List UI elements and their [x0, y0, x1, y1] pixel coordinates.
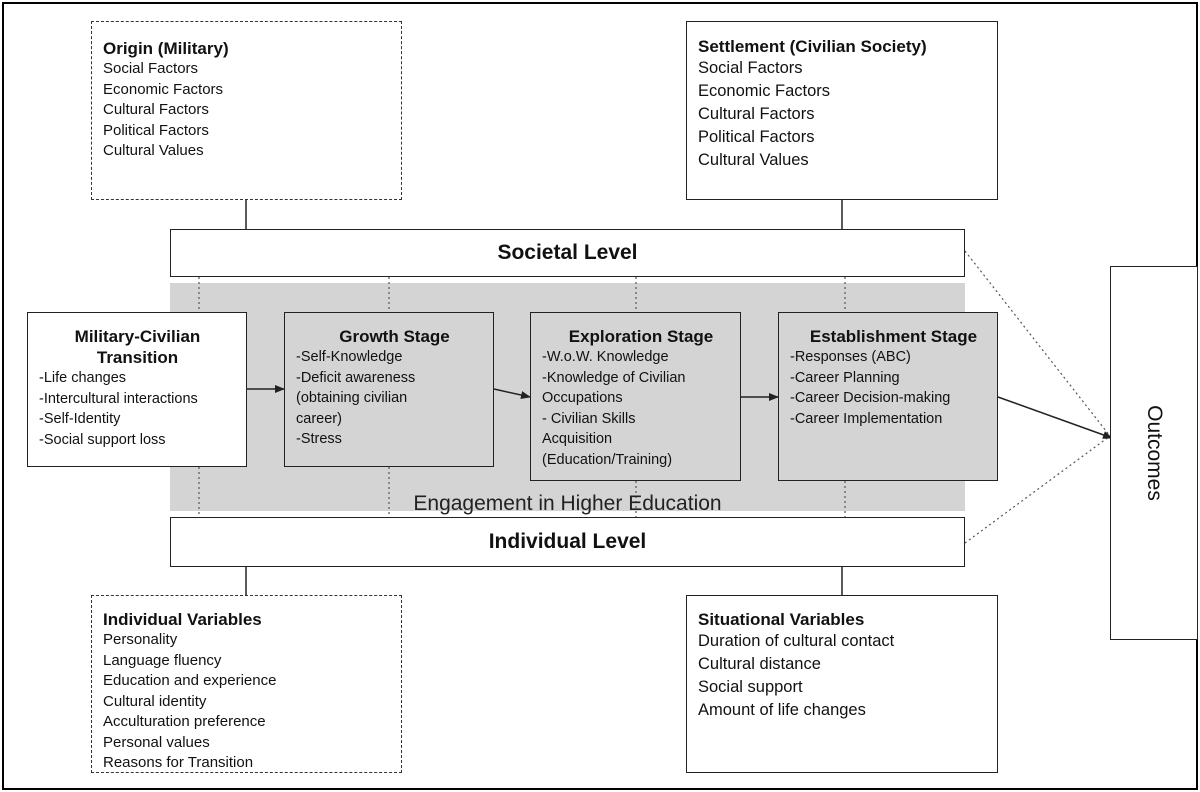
- outcomes-label-wrap: Outcomes: [1110, 266, 1198, 640]
- settlement-item: Cultural Factors: [698, 105, 815, 123]
- origin-item: Cultural Values: [103, 142, 204, 159]
- origin-title: Origin (Military): [103, 39, 229, 58]
- establishment-item: -Career Decision-making: [790, 390, 951, 406]
- outcomes-box: [1110, 266, 1198, 640]
- settlement-item: Political Factors: [698, 128, 815, 146]
- situational-vars-item: Amount of life changes: [698, 701, 866, 719]
- exploration-stage-box: Exploration Stage -W.o.W. Knowledge -Know…: [530, 312, 741, 481]
- individual-vars-item: Acculturation preference: [103, 713, 266, 730]
- exploration-title: Exploration Stage: [568, 327, 714, 346]
- settlement-item: Economic Factors: [698, 82, 831, 100]
- situational-vars-item: Social support: [698, 678, 803, 696]
- exploration-item: Acquisition: [542, 431, 613, 447]
- origin-item: Economic Factors: [103, 80, 224, 98]
- situational-vars-box: Situational Variables Duration of cultur…: [686, 595, 998, 773]
- establishment-item: -Responses (ABC): [790, 349, 911, 365]
- origin-item: Cultural Factors: [103, 101, 209, 118]
- establishment-item: -Career Planning: [790, 369, 900, 386]
- transition-item: -Intercultural interactions: [39, 390, 198, 407]
- transition-box: Military-Civilian Transition -Life chang…: [27, 312, 247, 467]
- individual-vars-item: Personal values: [103, 733, 210, 751]
- exploration-item: - Civilian Skills: [542, 410, 636, 427]
- origin-item: Political Factors: [103, 121, 209, 139]
- growth-item: -Stress: [296, 431, 342, 447]
- societal-level: Societal Level: [170, 229, 965, 277]
- exploration-item: (Education/Training): [542, 451, 673, 468]
- establishment-items: -Responses (ABC) -Career Planning -Career …: [790, 347, 997, 429]
- individual-level: Individual Level: [170, 517, 965, 567]
- growth-item: -Deficit awareness: [296, 369, 416, 386]
- transition-title: Military-Civilian Transition: [74, 327, 201, 367]
- settlement-item: Cultural Values: [698, 151, 809, 169]
- exploration-item: Occupations: [542, 390, 623, 406]
- establishment-stage-box: Establishment Stage -Responses (ABC) -Car…: [778, 312, 998, 481]
- settlement-box: Settlement (Civilian Society) Social Fac…: [686, 21, 998, 200]
- growth-items: -Self-Knowledge -Deficit awareness (obtain…: [296, 347, 493, 450]
- settlement-item: Social Factors: [698, 59, 803, 77]
- individual-vars-item: Reasons for Transition: [103, 754, 254, 771]
- growth-item: career): [296, 410, 342, 427]
- individual-vars-item: Education and experience: [103, 672, 277, 689]
- growth-item: (obtaining civilian: [296, 390, 408, 406]
- individual-vars-item: Language fluency: [103, 651, 222, 669]
- situational-vars-item: Duration of cultural contact: [698, 632, 895, 650]
- growth-item: -Self-Knowledge: [296, 349, 403, 365]
- growth-stage-box: Growth Stage -Self-Knowledge -Deficit awa…: [284, 312, 494, 467]
- situational-vars-item: Cultural distance: [698, 655, 821, 673]
- exploration-item: -Knowledge of Civilian: [542, 369, 686, 386]
- outcomes-label: Outcomes: [1143, 405, 1167, 501]
- individual-vars-item: Cultural identity: [103, 692, 207, 710]
- transition-items: -Life changes -Intercultural interactions…: [39, 368, 246, 450]
- establishment-item: -Career Implementation: [790, 410, 943, 427]
- establishment-title: Establishment Stage: [809, 327, 978, 346]
- exploration-item: -W.o.W. Knowledge: [542, 349, 669, 365]
- growth-title: Growth Stage: [339, 327, 450, 346]
- individual-vars-title: Individual Variables: [103, 610, 262, 629]
- settlement-title: Settlement (Civilian Society): [698, 37, 927, 56]
- origin-item: Social Factors: [103, 60, 199, 77]
- transition-item: -Social support loss: [39, 431, 166, 448]
- transition-item: -Self-Identity: [39, 411, 121, 427]
- individual-vars-item: Personality: [103, 631, 178, 648]
- engagement-label: Engagement in Higher Education: [413, 492, 722, 515]
- transition-item: -Life changes: [39, 370, 127, 386]
- situational-vars-title: Situational Variables: [698, 610, 865, 629]
